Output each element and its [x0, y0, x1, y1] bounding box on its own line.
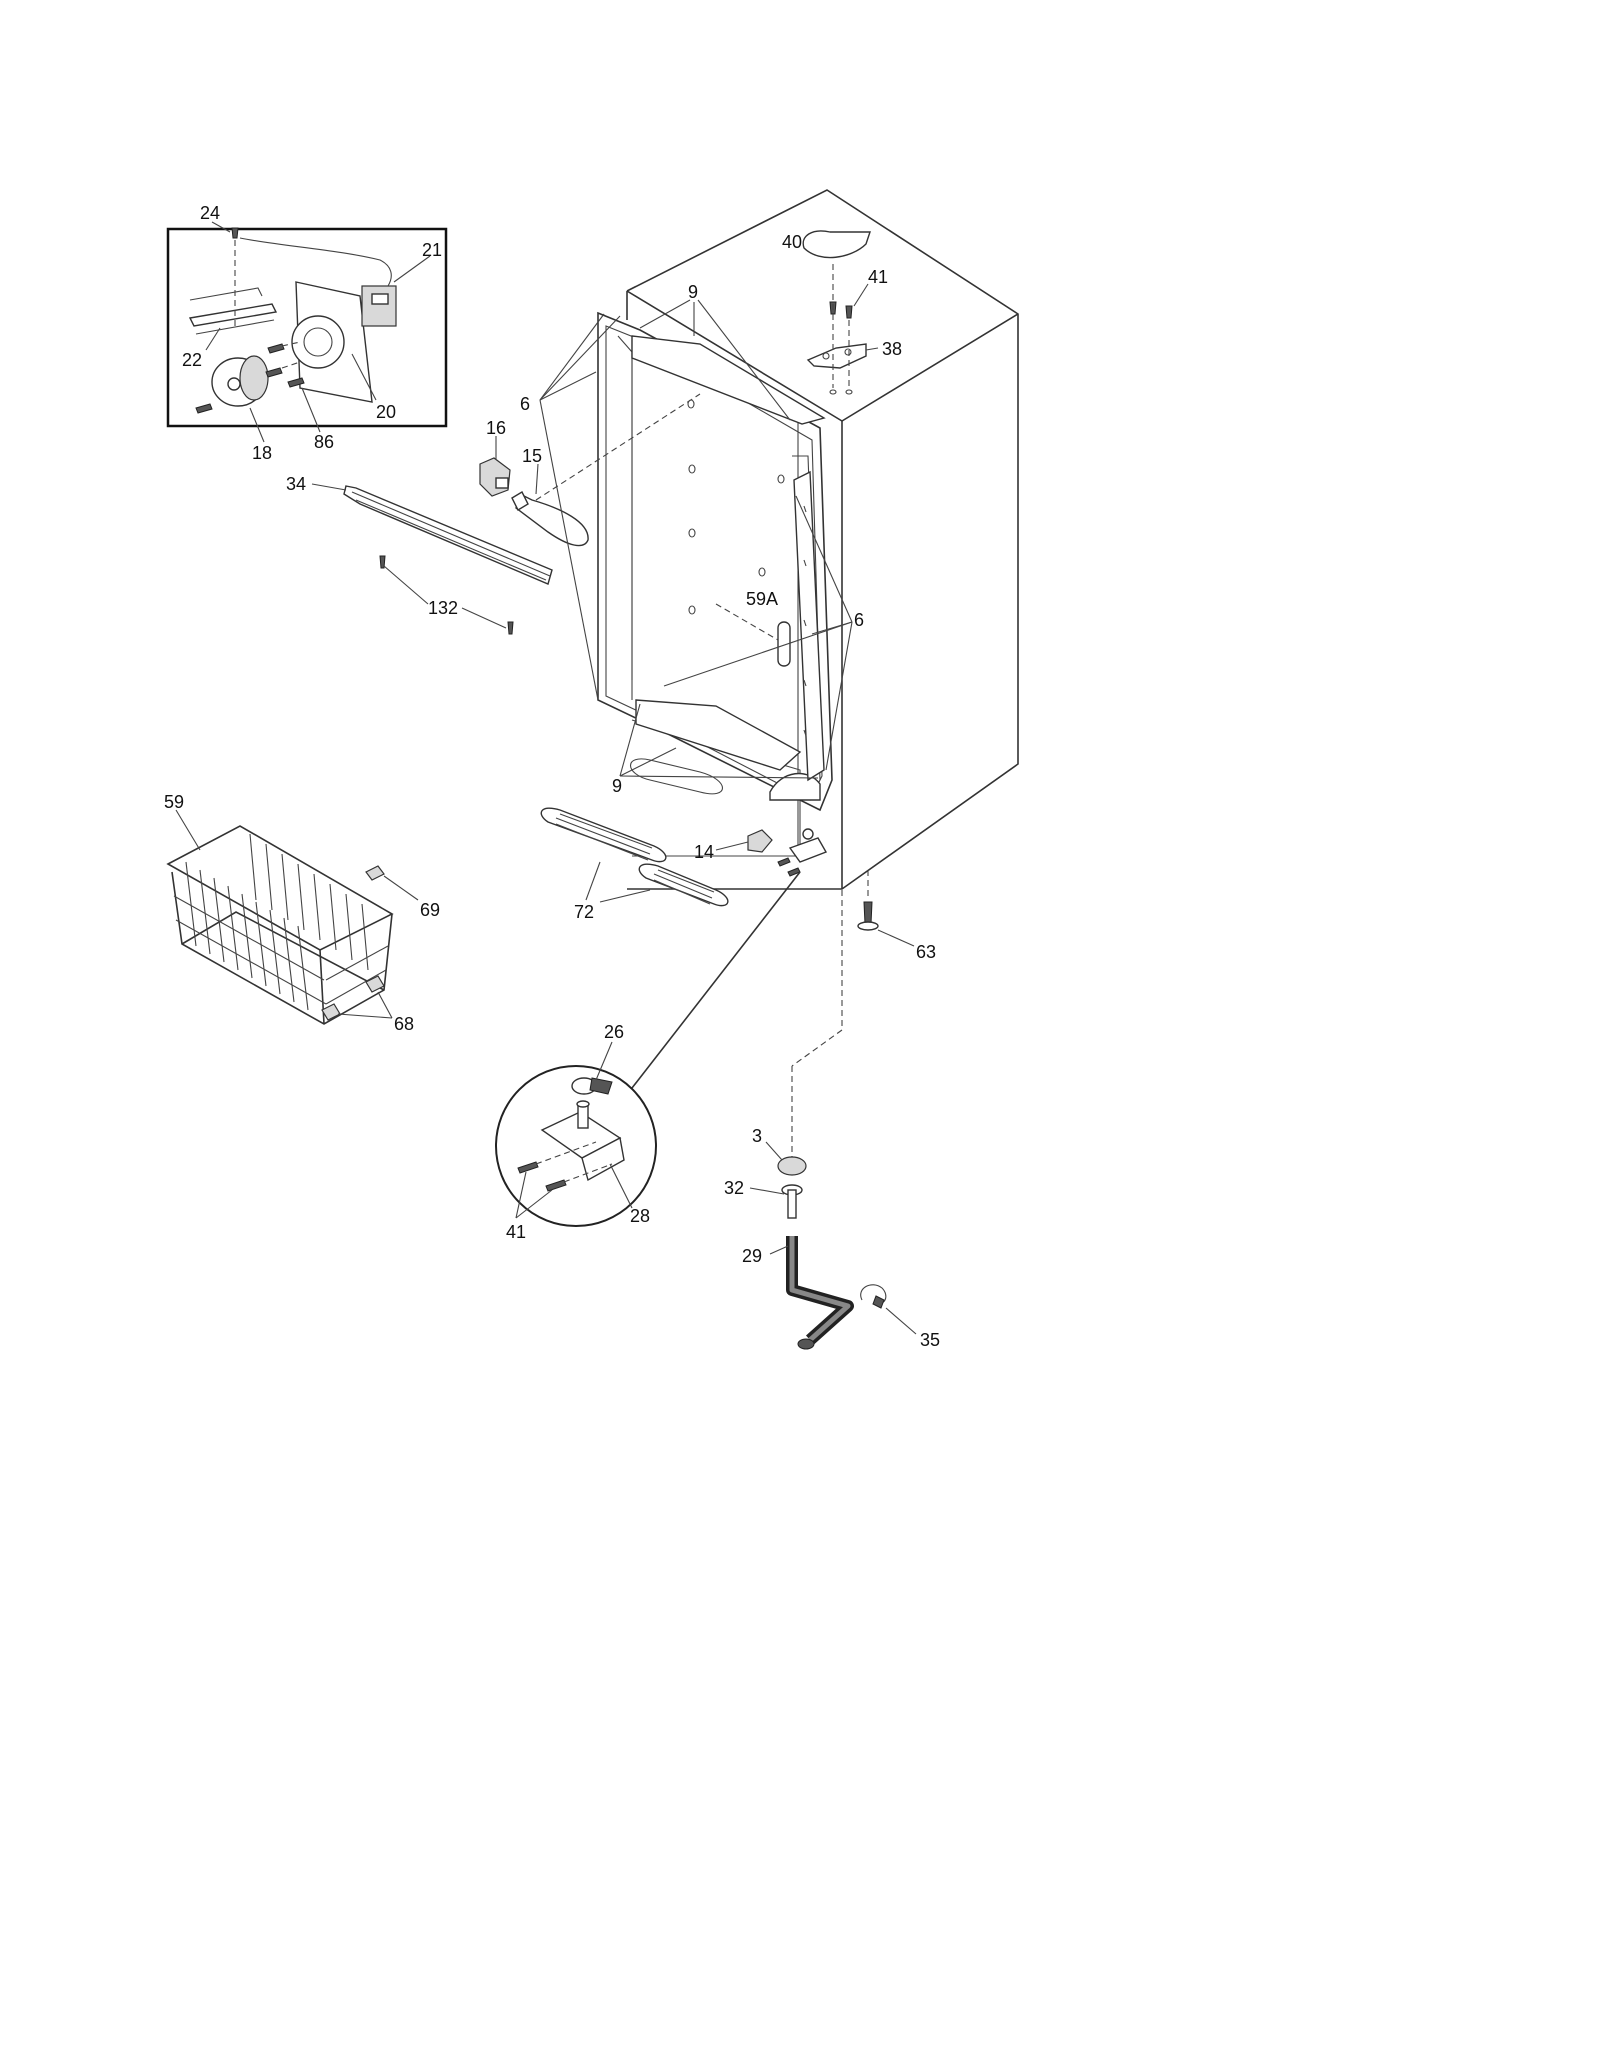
part-labels: 24 21 22 20 18 86 40 41 38 9 6 16 15 34 …	[164, 203, 940, 1350]
bottom-hinge-area	[631, 828, 828, 1089]
label-16: 16	[486, 418, 506, 438]
label-132: 132	[428, 598, 458, 618]
top-hinge-assembly	[802, 230, 879, 395]
screw-24-icon	[231, 227, 239, 239]
parts-diagram: 24 21 22 20 18 86 40 41 38 9 6 16 15 34 …	[164, 189, 1019, 1350]
label-14: 14	[694, 842, 714, 862]
control-assembly-inset	[166, 221, 448, 443]
label-86: 86	[314, 432, 334, 452]
light-socket-16-icon	[479, 457, 511, 497]
label-21: 21	[422, 240, 442, 260]
label-63: 63	[916, 942, 936, 962]
label-69: 69	[420, 900, 440, 920]
label-18: 18	[252, 443, 272, 463]
hinge-cover-40-icon	[802, 230, 871, 259]
knob-18-icon	[211, 355, 269, 407]
drain-plug-3-icon	[777, 1156, 807, 1176]
drain-tube-29-icon	[786, 1236, 854, 1350]
door-gasket-frame	[597, 311, 833, 812]
label-29: 29	[742, 1246, 762, 1266]
label-59a: 59A	[746, 589, 778, 609]
label-6-right: 6	[854, 610, 864, 630]
label-41-top: 41	[868, 267, 888, 287]
label-28: 28	[630, 1206, 650, 1226]
hinge-cap-26-icon	[571, 1077, 613, 1095]
label-24: 24	[200, 203, 220, 223]
grilles-72	[540, 807, 729, 907]
label-6-left: 6	[520, 394, 530, 414]
label-20: 20	[376, 402, 396, 422]
label-3: 3	[752, 1126, 762, 1146]
grille-icon	[638, 863, 729, 907]
leader-lines-gasket	[539, 299, 853, 779]
screw-41-bottom-icon	[517, 1161, 567, 1192]
label-34: 34	[286, 474, 306, 494]
grille-icon	[540, 807, 667, 863]
drain-fitting-32-icon	[781, 1184, 803, 1219]
label-40: 40	[782, 232, 802, 252]
light-assembly	[479, 393, 701, 547]
label-59: 59	[164, 792, 184, 812]
label-15: 15	[522, 446, 542, 466]
label-35: 35	[920, 1330, 940, 1350]
label-72: 72	[574, 902, 594, 922]
light-bulb-15-icon	[511, 491, 589, 547]
cabinet-body	[626, 189, 1019, 890]
clamp-35-icon	[860, 1284, 887, 1309]
label-26: 26	[604, 1022, 624, 1042]
hinge-38-icon	[806, 343, 867, 369]
label-38: 38	[882, 339, 902, 359]
wire-basket-59	[166, 809, 419, 1025]
label-68: 68	[394, 1014, 414, 1034]
leveling-leg-63	[857, 870, 915, 947]
label-9-bottom: 9	[612, 776, 622, 796]
hinge-28-icon	[540, 1100, 625, 1182]
drain-assembly	[749, 1141, 917, 1350]
label-22: 22	[182, 350, 202, 370]
bottom-hinge-detail	[495, 1041, 657, 1227]
label-9-top: 9	[688, 282, 698, 302]
label-32: 32	[724, 1178, 744, 1198]
shelf-bracket-34	[311, 483, 553, 635]
label-41-bottom: 41	[506, 1222, 526, 1242]
